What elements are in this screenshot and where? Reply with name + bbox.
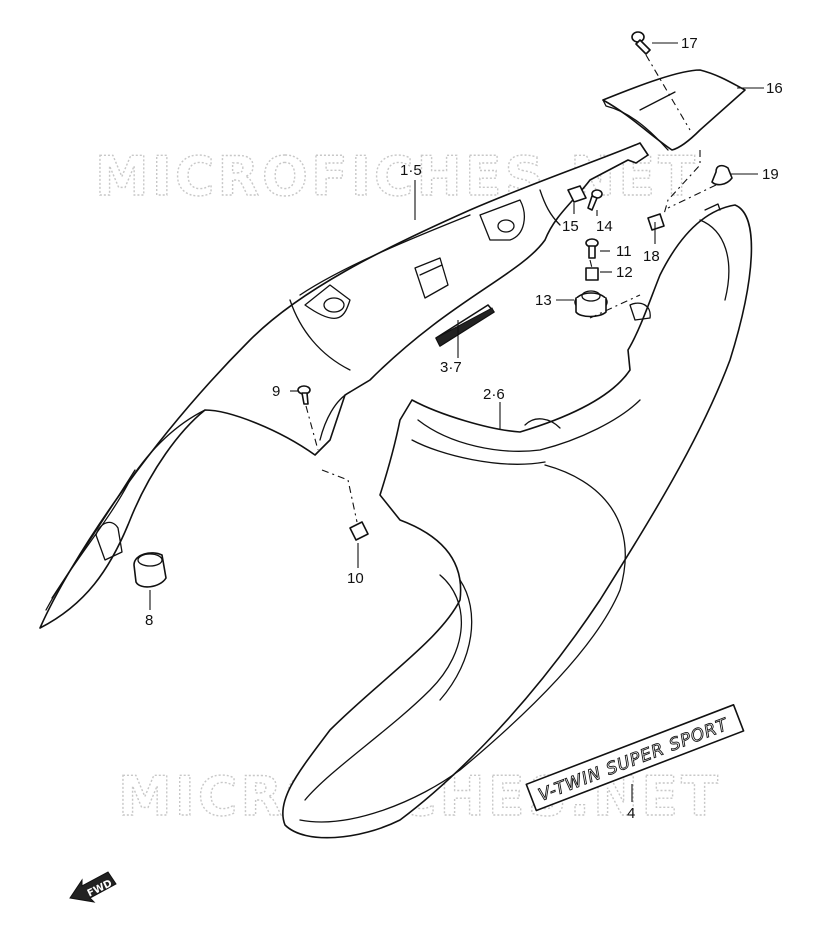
callout-1-5: 1·5	[400, 162, 422, 179]
clip-10	[349, 521, 369, 541]
dashed-alignment-lines	[305, 54, 717, 523]
callout-8: 8	[145, 612, 153, 629]
tail-cap	[602, 69, 746, 151]
frame-cover-left	[39, 142, 649, 629]
clip-15	[567, 185, 587, 203]
callout-14: 14	[596, 218, 613, 235]
callout-labels: 1·5 2·6 3·7 4 8 9 10 11 12 13 14 15 16 1…	[145, 35, 783, 822]
grommet-13	[574, 290, 608, 318]
callout-18: 18	[643, 248, 660, 265]
screw-17	[631, 31, 651, 55]
leader-lines	[149, 42, 764, 802]
callout-19: 19	[762, 166, 779, 183]
callout-17: 17	[681, 35, 698, 52]
cap-19	[711, 164, 733, 186]
callout-12: 12	[616, 264, 633, 281]
callout-10: 10	[347, 570, 364, 587]
pad-strip	[435, 304, 495, 347]
callout-3-7: 3·7	[440, 359, 462, 376]
frame-cover-right	[282, 203, 753, 839]
screw-14	[587, 189, 603, 211]
callout-15: 15	[562, 218, 579, 235]
fwd-arrow-icon: FWD	[69, 871, 117, 903]
watermark-top: MICROFICHES.NET	[95, 145, 698, 208]
callout-13: 13	[535, 292, 552, 309]
collar-12	[585, 267, 599, 281]
callout-16: 16	[766, 80, 783, 97]
callout-4: 4	[627, 805, 635, 822]
screw-9	[297, 385, 311, 405]
callout-2-6: 2·6	[483, 386, 505, 403]
callout-9: 9	[272, 383, 280, 400]
callout-11: 11	[616, 243, 632, 260]
clip-18	[647, 213, 665, 231]
grommet-8	[133, 552, 167, 588]
bolt-11	[585, 238, 599, 259]
